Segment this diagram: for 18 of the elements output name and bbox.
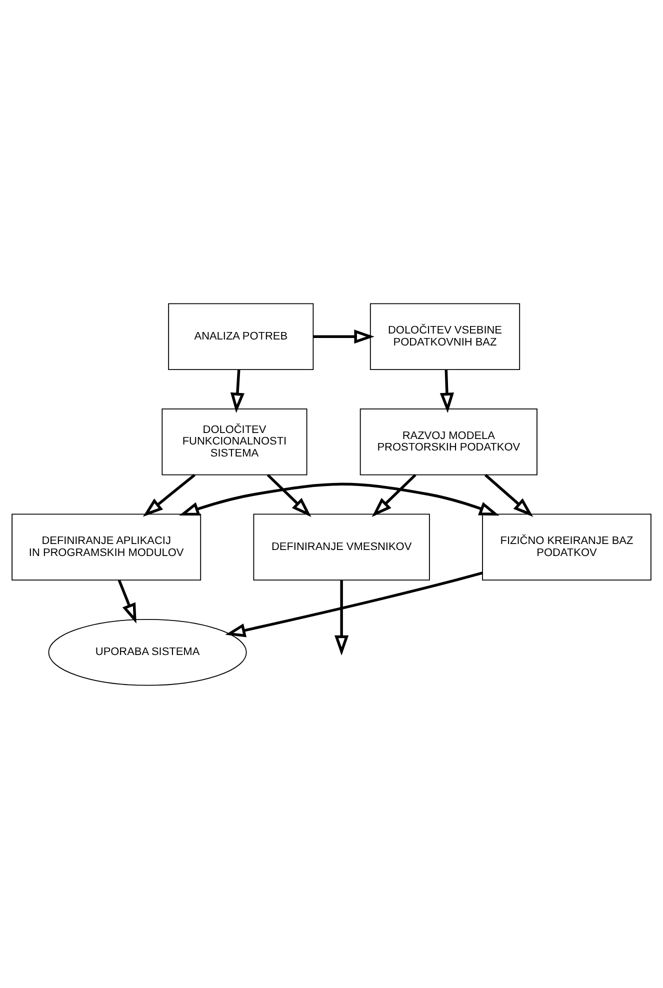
- node-box: FIZIČNO KREIRANJE BAZ PODATKOV: [482, 513, 652, 580]
- arrow: [266, 473, 312, 516]
- node-box: DOLOČITEV FUNKCIONALNOSTI SISTEMA: [162, 408, 308, 475]
- node-box: RAZVOJ MODELA PROSTORSKIH PODATKOV: [360, 408, 538, 475]
- arrow: [484, 473, 534, 516]
- arrow: [440, 369, 454, 412]
- node-box: DEFINIRANJE APLIKACIJ IN PROGRAMSKIH MODULOV: [12, 513, 202, 580]
- arrow: [313, 329, 374, 344]
- arrow: [118, 579, 136, 624]
- node-box: ANALIZA POTREB: [168, 302, 314, 370]
- arrow: [142, 473, 196, 516]
- arrow: [225, 571, 483, 637]
- arrow: [179, 482, 500, 516]
- node-box: DOLOČITEV VSEBINE PODATKOVNIH BAZ: [370, 302, 520, 370]
- arrow: [230, 369, 244, 412]
- node-box: DEFINIRANJE VMESNIKOV: [253, 513, 430, 580]
- arrow: [372, 473, 416, 516]
- arrow: [334, 580, 349, 656]
